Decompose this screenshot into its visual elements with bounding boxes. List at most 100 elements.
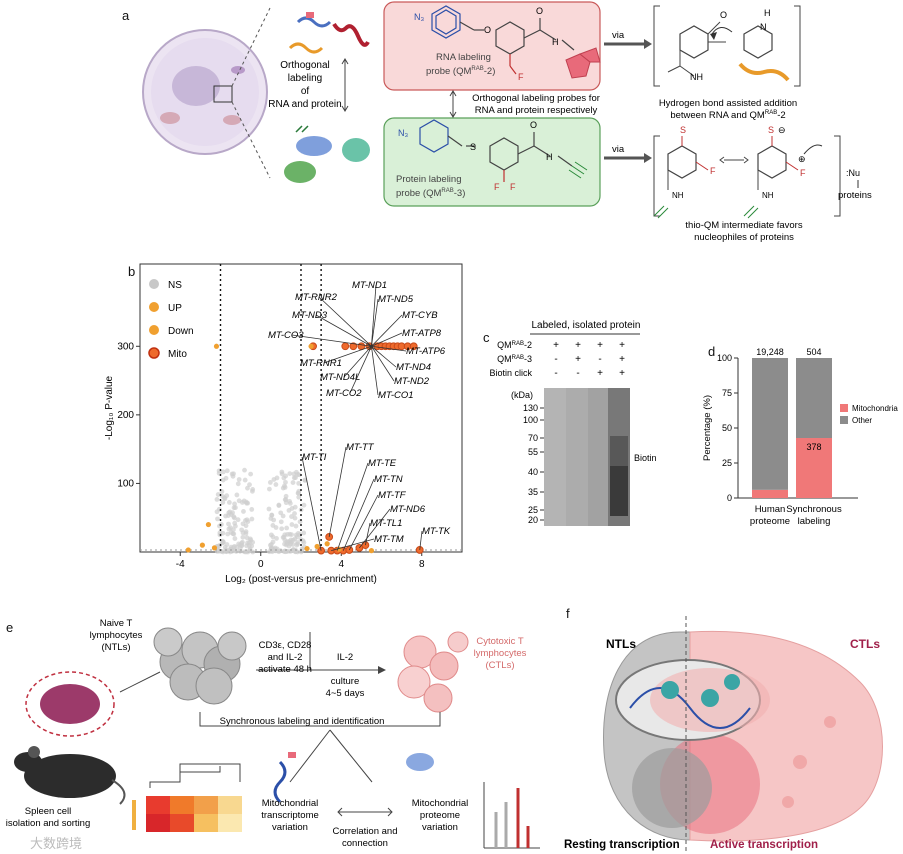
gene-label-mt-rnr1: MT-RNR1 — [300, 358, 342, 369]
mito-tx-3: variation — [272, 822, 308, 833]
mtdna-strand — [629, 687, 751, 729]
gene-label-mt-cyb: MT-CYB — [402, 310, 438, 321]
panel-label-c: c — [483, 330, 490, 345]
gene-label-mt-te: MT-TE — [368, 458, 397, 469]
blot-sign: + — [575, 340, 581, 351]
bar-y-tick: 0 — [727, 493, 732, 503]
proteins-label: proteins — [838, 190, 872, 201]
blot-row-label: QMRAB-2 — [497, 340, 532, 350]
data-point-mito — [325, 533, 334, 541]
thio-plus: ⊕ — [798, 154, 806, 164]
activation-2: and IL-2 — [268, 652, 303, 663]
gene-label-mt-co2: MT-CO2 — [326, 388, 362, 399]
rna-probe-f: F — [518, 72, 524, 82]
bar-ylabel: Percentage (%) — [702, 395, 713, 461]
thio-s-1: S — [680, 125, 686, 135]
ntl-nucleus — [632, 748, 712, 828]
bar-legend-swatch — [840, 416, 848, 424]
thio-nh-2: NH — [762, 191, 774, 200]
ctl-label-3: (CTLs) — [485, 660, 514, 671]
activation-1: CD3ε, CD28 — [259, 640, 312, 651]
ntl-label: NTLs — [606, 637, 636, 651]
rna-probe-n3: N₃ — [414, 12, 424, 22]
rna-result-text-1: Hydrogen bond assisted addition — [659, 98, 797, 109]
heatmap-illustration — [132, 763, 242, 832]
legend-marker — [149, 302, 159, 312]
legend-marker — [149, 279, 159, 289]
panel-f-illustration: NTLs CTLs Resting transcription Active t… — [564, 616, 883, 852]
resting-label: Resting transcription — [564, 839, 680, 851]
rna-addition-structure: O H N NH — [653, 5, 801, 87]
blot-sign: + — [553, 340, 559, 351]
protein-probe-box — [383, 117, 601, 207]
rna-result-nh: NH — [690, 72, 703, 82]
thio-s-2: S — [768, 125, 774, 135]
naive-label-2: lymphocytes — [90, 630, 143, 641]
kda-label: (kDa) — [511, 390, 533, 400]
gene-label-mt-co3: MT-CO3 — [268, 330, 304, 341]
protein-result-text-2: nucleophiles of proteins — [694, 232, 794, 243]
legend-label: Mito — [168, 349, 187, 360]
rna-probe-h: H — [552, 37, 559, 47]
rna-probe-structure — [431, 5, 461, 39]
volcano-ylabel: -Log₁₀ P-value — [104, 375, 115, 440]
mito-prot-3: variation — [422, 822, 458, 833]
mito-prot-1: Mitochondrial — [412, 798, 469, 809]
culture-3: 4~5 days — [326, 688, 365, 699]
via-label-protein: via — [612, 144, 625, 155]
cell-illustration — [142, 29, 268, 155]
rna-result-text-2: between RNA and QMRAB-2 — [670, 110, 785, 121]
gene-label-mt-tt: MT-TT — [346, 442, 375, 453]
blot-sign: + — [597, 340, 603, 351]
bar-mitochondria-1 — [796, 438, 832, 498]
bar-value-label: 378 — [806, 442, 821, 452]
via-label-rna: via — [612, 30, 625, 41]
marker-label: 55 — [528, 447, 538, 457]
blot-sign: - — [554, 368, 557, 379]
bar-mitochondria-0 — [752, 489, 788, 498]
polymerase-2 — [701, 689, 719, 707]
thio-f-1: F — [710, 166, 716, 176]
polymerase-3 — [724, 674, 740, 690]
x-tick-label: 0 — [258, 559, 264, 570]
bar-y-tick: 25 — [722, 458, 732, 468]
culture-2: culture — [331, 676, 360, 687]
gene-label-mt-nd6: MT-ND6 — [390, 504, 426, 515]
marker-label: 130 — [523, 403, 538, 413]
y-tick-label: 200 — [117, 410, 134, 421]
x-tick-label: 4 — [338, 559, 344, 570]
data-point-up — [324, 541, 330, 547]
panel-label-b: b — [128, 264, 136, 279]
y-tick-label: 300 — [117, 341, 134, 352]
series-up — [304, 343, 375, 554]
protein-probe-s: S — [470, 142, 476, 152]
bar-y-tick: 75 — [722, 388, 732, 398]
legend-label: UP — [168, 303, 182, 314]
data-point-down — [211, 545, 218, 551]
orthogonal-text-1: Orthogonal — [280, 60, 329, 71]
gene-label-mt-nd4l: MT-ND4L — [320, 372, 360, 383]
legend-marker — [148, 347, 160, 359]
gene-label-mt-nd5: MT-ND5 — [378, 294, 414, 305]
corr-1: Correlation and — [333, 826, 398, 837]
gene-label-mt-tm: MT-TM — [374, 534, 404, 545]
rna-result-o: O — [720, 10, 727, 20]
mouse-illustration — [14, 746, 126, 805]
gene-label-mt-atp8: MT-ATP8 — [402, 328, 442, 339]
rna-probe-o: O — [484, 25, 491, 35]
rna-probe-carbonyl-o: O — [536, 6, 543, 16]
polymerase-1 — [661, 681, 679, 699]
protein-probe-h: H — [546, 152, 553, 162]
marker-label: 25 — [528, 505, 538, 515]
naive-label-1: Naive T — [100, 618, 133, 629]
data-point-up — [304, 545, 310, 552]
middle-text-1: Orthogonal labeling probes for — [472, 93, 600, 104]
nu-label: :Nu — [846, 168, 860, 178]
data-point-down — [185, 547, 191, 553]
gene-label-mt-nd1: MT-ND1 — [352, 280, 387, 291]
spleen-label-2: isolation and sorting — [6, 818, 91, 829]
protein-probe-label-1: Protein labeling — [396, 174, 462, 185]
ctl-label: CTLs — [850, 637, 880, 651]
data-point-mito — [317, 546, 326, 555]
